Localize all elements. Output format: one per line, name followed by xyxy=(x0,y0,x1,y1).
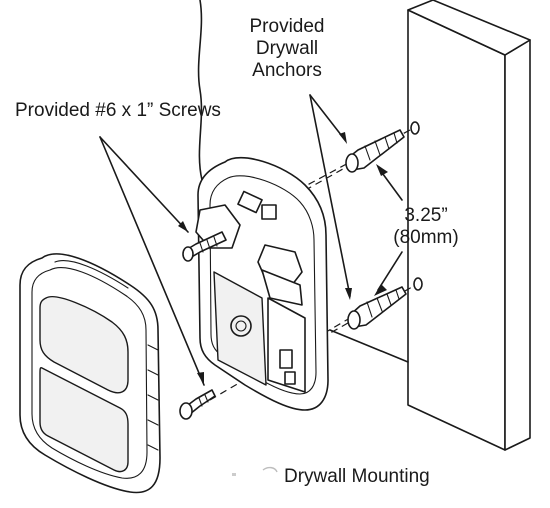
wall-hole-top xyxy=(410,121,420,135)
drywall-anchor-top xyxy=(345,129,405,173)
screw-bottom xyxy=(179,389,216,420)
anchors-label-line3: Anchors xyxy=(252,60,322,81)
leader-lines xyxy=(99,94,352,386)
spacing-inches: 3.25” xyxy=(404,205,448,226)
screws-label: Provided #6 x 1” Screws xyxy=(15,100,221,121)
spacing-millimeters: (80mm) xyxy=(393,227,459,248)
caption-marks xyxy=(232,466,278,476)
spacing-label: 3.25” (80mm) xyxy=(386,205,466,249)
anchors-label-line2: Drywall xyxy=(255,38,319,59)
mounting-base xyxy=(195,157,329,411)
screw-top xyxy=(182,231,227,262)
diagram-caption: Drywall Mounting xyxy=(284,466,430,487)
drywall-anchor-bottom xyxy=(347,286,407,330)
wire xyxy=(197,0,206,201)
wall-panel xyxy=(329,0,531,451)
spacing-dimension xyxy=(374,164,403,296)
front-cover xyxy=(19,253,161,494)
wall-hole-bottom xyxy=(413,277,423,291)
anchors-label-line1: Provided xyxy=(249,16,325,37)
anchors-label: Provided Drywall Anchors xyxy=(234,16,340,82)
